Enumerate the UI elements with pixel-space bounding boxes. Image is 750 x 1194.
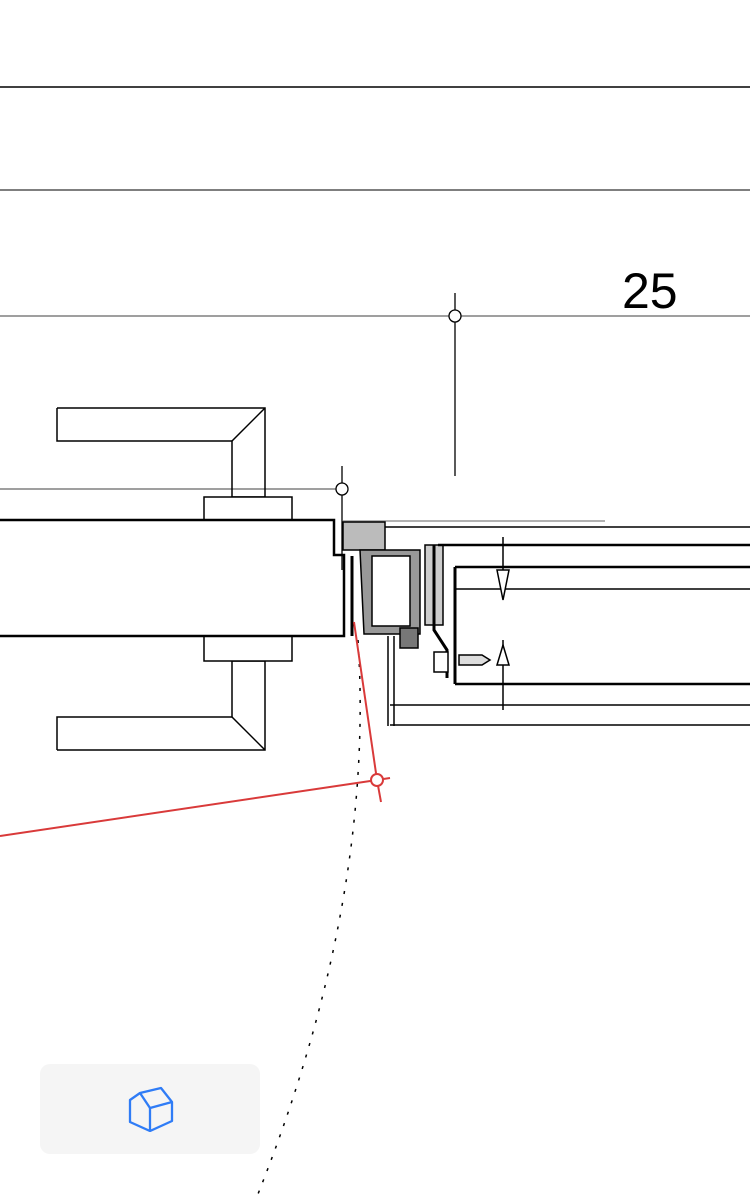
- door-swing-arc: [257, 639, 361, 1194]
- reference-lines: [0, 86, 750, 191]
- frame-profile: [342, 520, 750, 726]
- dimension-line[interactable]: [0, 293, 750, 570]
- dimension-label: 25: [622, 263, 678, 319]
- door-leaf: [0, 518, 346, 638]
- 3d-house-icon: [128, 1086, 174, 1132]
- red-markup[interactable]: [0, 621, 391, 837]
- 3d-view-button[interactable]: [40, 1064, 260, 1154]
- screw-icon: [495, 537, 511, 710]
- door-handle: [56, 407, 293, 751]
